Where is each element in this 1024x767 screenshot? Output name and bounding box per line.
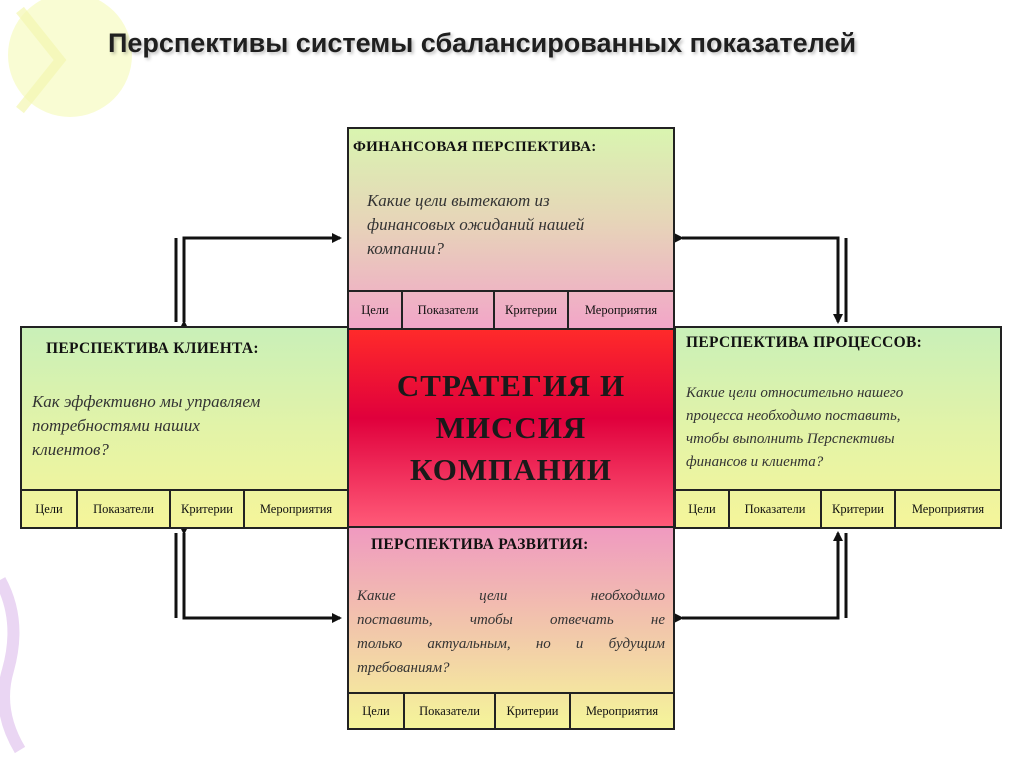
financial-question-line: финансовых ожиданий нашей (367, 215, 585, 234)
cell-indicators: Показатели (730, 491, 822, 527)
financial-cells-row: Цели Показатели Критерии Мероприятия (349, 290, 673, 328)
background-decoration (0, 0, 200, 130)
cell-activities: Мероприятия (585, 703, 659, 718)
cell-indicators: Показатели (405, 694, 496, 728)
cell-activities: Мероприятия (584, 302, 658, 317)
cell-indicators: Показатели (78, 491, 171, 527)
processes-cells-row: Цели Показатели Критерии Мероприятия (676, 489, 1000, 527)
arrow-client-to-financial (179, 233, 342, 330)
financial-question: Какие цели вытекают из финансовых ожидан… (367, 189, 667, 261)
client-cells-row: Цели Показатели Критерии Мероприятия (22, 489, 347, 527)
cell-activities: Мероприятия (259, 501, 333, 516)
processes-perspective-heading: ПЕРСПЕКТИВА ПРОЦЕССОВ: (686, 334, 923, 351)
arrow-development-to-processes (674, 531, 843, 623)
cell-goals: Цели (349, 694, 405, 728)
slide-title: Перспективы системы сбалансированных пок… (108, 28, 857, 58)
arrow-client-to-development (179, 525, 342, 623)
processes-question: Какие цели относительно нашего процесса … (686, 382, 996, 474)
processes-question-line: процесса необходимо поставить, (686, 408, 901, 424)
financial-question-line: компании? (367, 239, 444, 258)
processes-question-line: чтобы выполнить Перспективы (686, 431, 895, 447)
processes-question-line: финансов и клиента? (686, 454, 824, 470)
client-perspective-heading: ПЕРСПЕКТИВА КЛИЕНТА: (46, 340, 259, 357)
client-perspective-box: ПЕРСПЕКТИВА КЛИЕНТА: Как эффективно мы у… (20, 326, 349, 529)
client-question-line: клиентов? (32, 440, 109, 459)
cell-indicators: Показатели (403, 292, 495, 328)
lilac-swirl-decoration (0, 577, 26, 754)
arrow-financial-to-processes (674, 233, 843, 324)
development-question-line: поставить, чтобы отвечать не (357, 612, 665, 628)
development-perspective-box: ПЕРСПЕКТИВА РАЗВИТИЯ: Какие цели необход… (347, 526, 675, 730)
cell-criteria: Критерии (495, 292, 569, 328)
development-question: Какие цели необходимо поставить, чтобы о… (357, 584, 665, 680)
cell-goals: Цели (676, 491, 730, 527)
center-line: МИССИЯ (435, 410, 587, 445)
development-question-line: требованиям? (357, 660, 450, 676)
processes-perspective-box: ПЕРСПЕКТИВА ПРОЦЕССОВ: Какие цели относи… (674, 326, 1002, 529)
financial-perspective-box: ФИНАНСОВАЯ ПЕРСПЕКТИВА: Какие цели вытек… (347, 127, 675, 330)
cell-goals: Цели (349, 292, 403, 328)
development-question-line: Какие цели необходимо (357, 588, 665, 604)
client-question-line: Как эффективно мы управляем (32, 392, 261, 411)
yellow-swirl-decoration (8, 0, 132, 117)
center-line: КОМПАНИИ (410, 452, 612, 487)
cell-activities: Мероприятия (911, 501, 985, 516)
development-question-line: только актуальным, но и будущим (357, 636, 665, 652)
development-cells-row: Цели Показатели Критерии Мероприятия (349, 692, 673, 728)
financial-question-line: Какие цели вытекают из (367, 191, 550, 210)
cell-criteria: Критерии (496, 694, 571, 728)
client-question: Как эффективно мы управляем потребностям… (32, 390, 342, 462)
financial-perspective-heading: ФИНАНСОВАЯ ПЕРСПЕКТИВА: (353, 139, 597, 155)
cell-criteria: Критерии (171, 491, 245, 527)
cell-goals: Цели (22, 491, 78, 527)
center-line: СТРАТЕГИЯ И (396, 368, 626, 403)
cell-criteria: Критерии (822, 491, 896, 527)
development-perspective-heading: ПЕРСПЕКТИВА РАЗВИТИЯ: (371, 536, 589, 553)
lilac-decoration (0, 560, 30, 760)
client-question-line: потребностями наших (32, 416, 200, 435)
processes-question-line: Какие цели относительно нашего (686, 385, 904, 401)
strategy-mission-center: СТРАТЕГИЯ И МИССИЯ КОМПАНИИ (347, 328, 675, 528)
